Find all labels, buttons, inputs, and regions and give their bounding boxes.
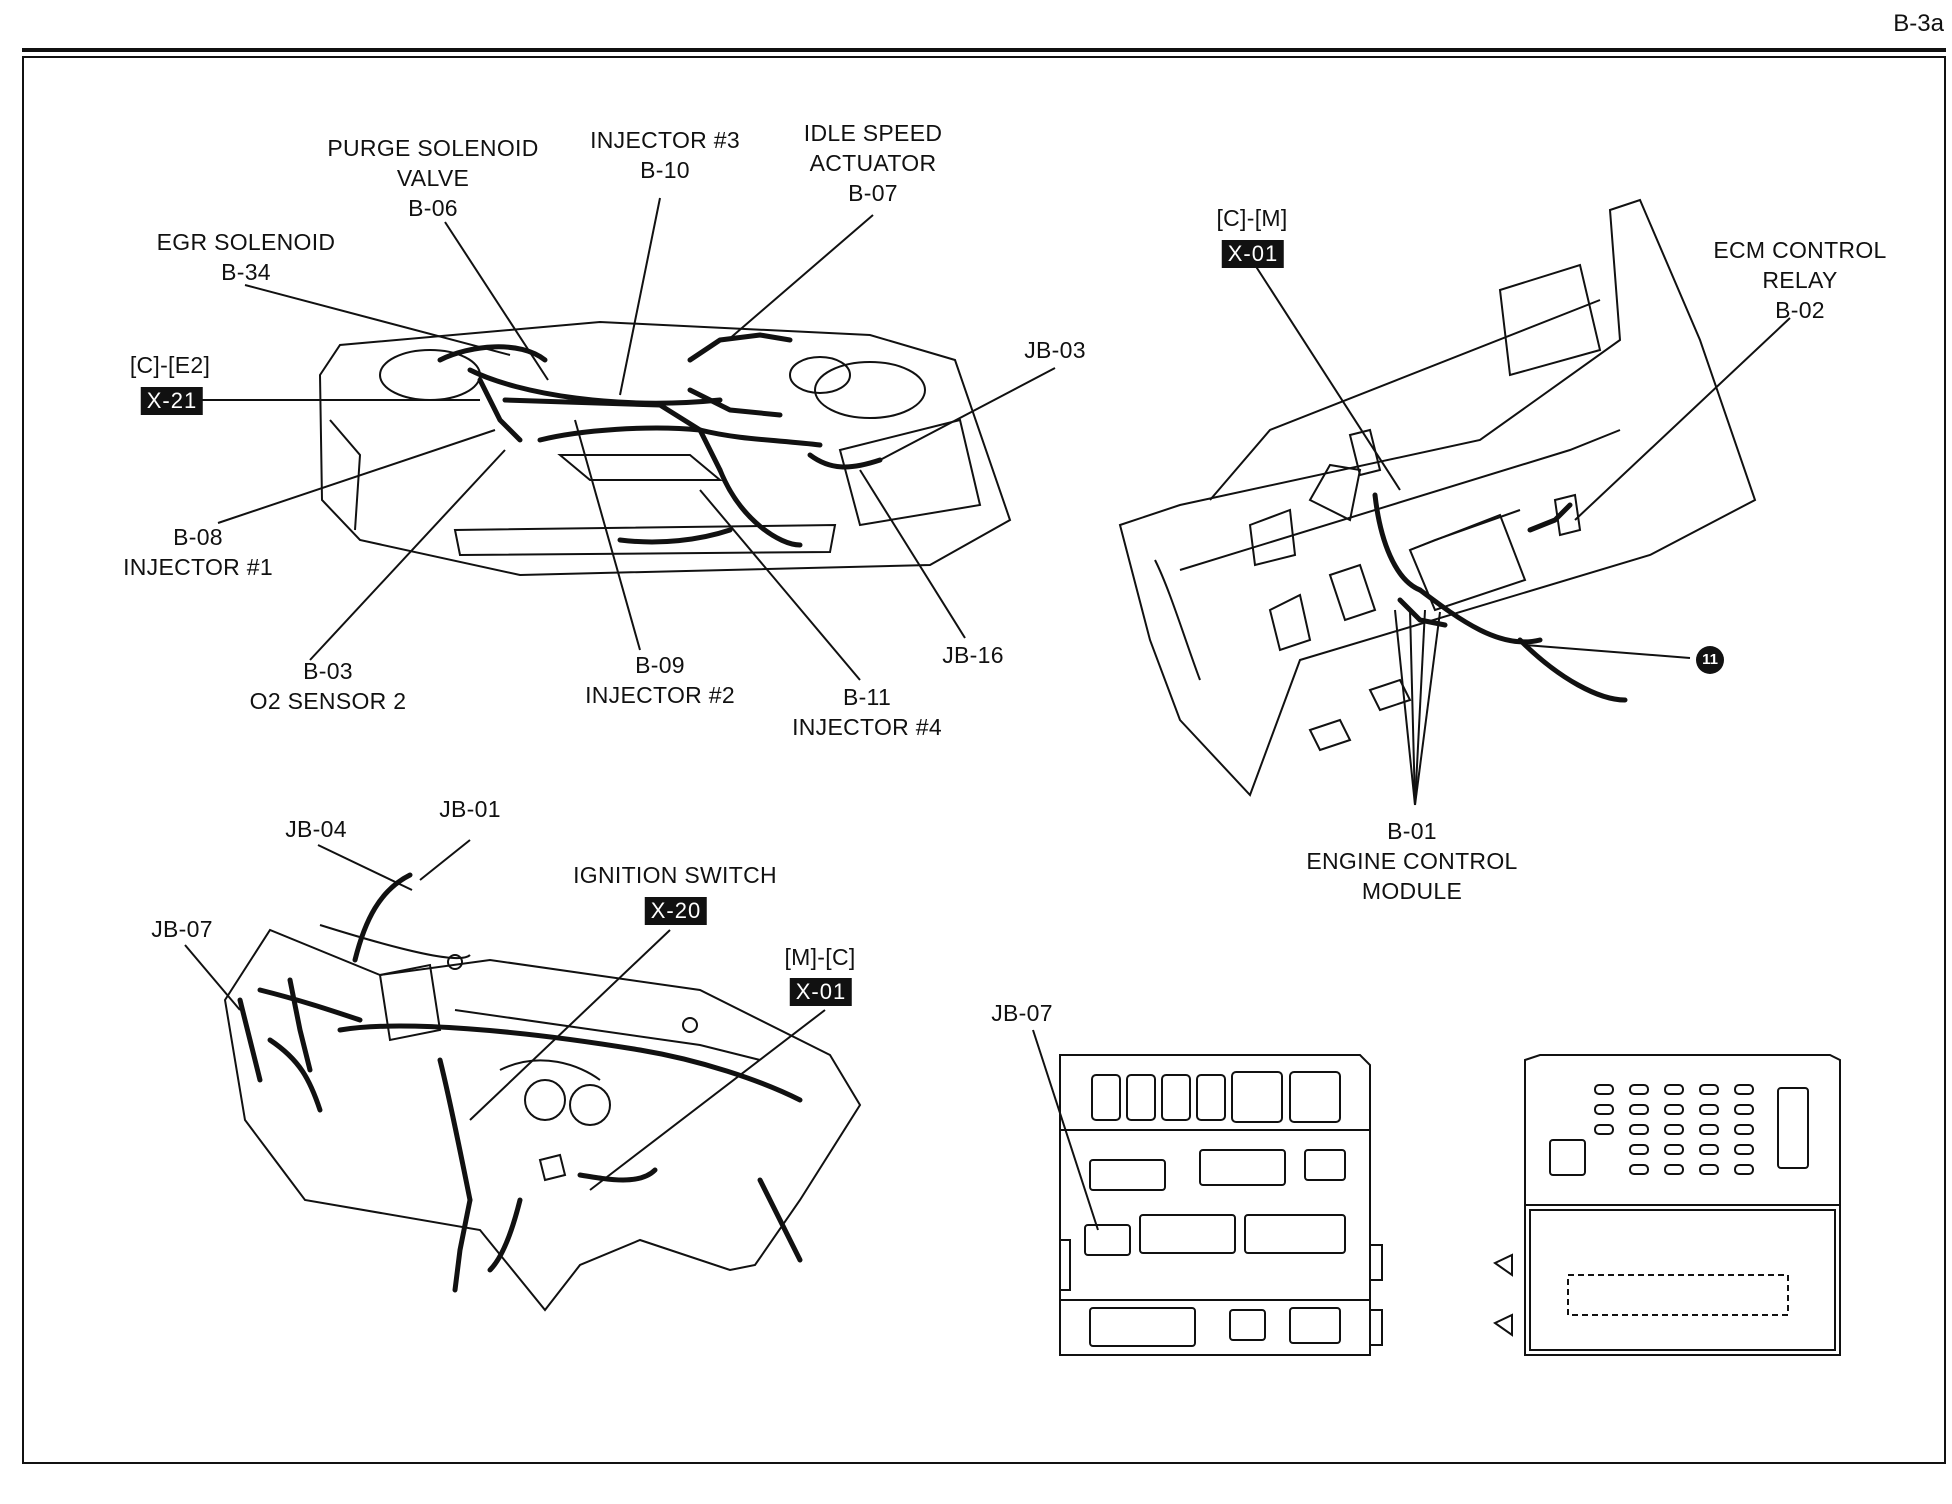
ecm-panel-drawing: [1118, 198, 1757, 797]
x01-connector-tag-ecm: X-01: [1221, 240, 1285, 268]
m-c-label: [M]-[C]: [784, 944, 856, 970]
junction-box-back: [1493, 1054, 1841, 1356]
c-e2-label: [C]-[E2]: [129, 352, 211, 378]
page-code: B-3a: [1893, 10, 1944, 37]
jb04-label: JB-04: [285, 816, 347, 842]
jb07-leader: [1032, 1029, 1099, 1231]
fuse-slot-grid: [1594, 1084, 1754, 1175]
jb16-label: JB-16: [942, 642, 1004, 668]
ecm-leaders: [1254, 264, 1791, 806]
diagram-frame: [22, 56, 1946, 1464]
dashboard-drawing: [223, 872, 862, 1312]
x21-connector-tag: X-21: [140, 387, 204, 415]
ground-point-marker: 11: [1696, 646, 1724, 674]
jb07-dash-label: JB-07: [151, 916, 213, 942]
engine-leaders: [202, 197, 1056, 681]
top-rule: [22, 48, 1946, 52]
jb01-label: JB-01: [439, 796, 501, 822]
x20-connector-tag: X-20: [644, 897, 708, 925]
dash-leaders: [184, 839, 826, 1191]
jb03-label: JB-03: [1024, 337, 1086, 363]
engine-bay-drawing: [318, 320, 1012, 577]
x01-connector-tag-dash: X-01: [789, 978, 853, 1006]
junction-box-front: [1059, 1054, 1383, 1356]
ignition-switch-label: IGNITION SWITCH: [573, 862, 777, 888]
c-m-label: [C]-[M]: [1216, 205, 1288, 231]
jb07-junction-box-label: JB-07: [991, 1000, 1053, 1026]
